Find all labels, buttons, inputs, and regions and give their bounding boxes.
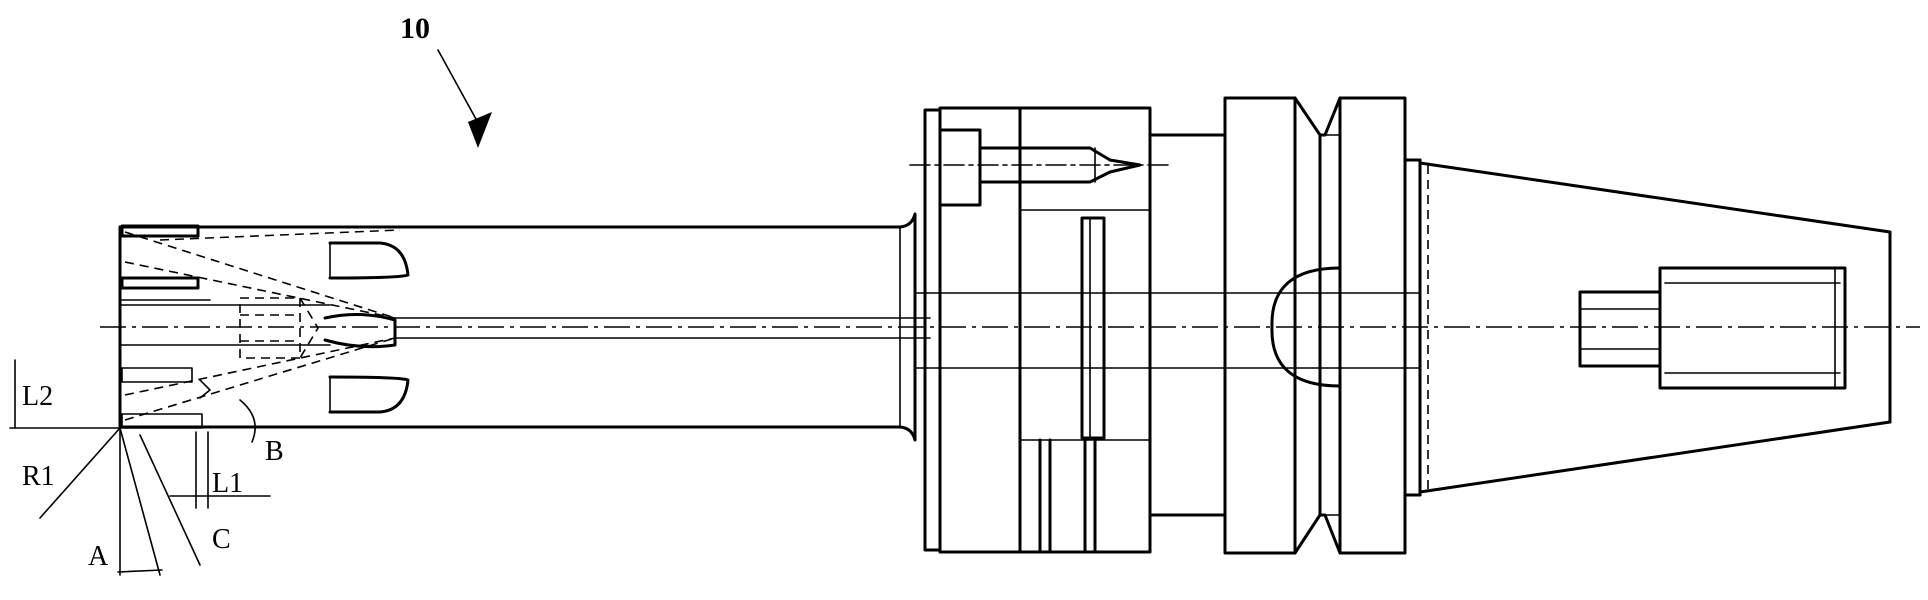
label-c: C: [212, 524, 231, 555]
flange: [909, 106, 1291, 554]
spindle-neck: [1148, 96, 1421, 555]
reference-numeral: 10: [400, 12, 430, 45]
dimension-lines: [9, 359, 271, 576]
label-r1: R1: [22, 461, 55, 492]
cutter-head: [118, 212, 931, 443]
label-l1: L1: [212, 468, 243, 499]
label-b: B: [265, 436, 284, 467]
label-l2: L2: [22, 381, 53, 412]
taper-shank: [1403, 158, 1892, 497]
label-a: A: [88, 541, 109, 572]
reference-arrow: [437, 49, 492, 148]
